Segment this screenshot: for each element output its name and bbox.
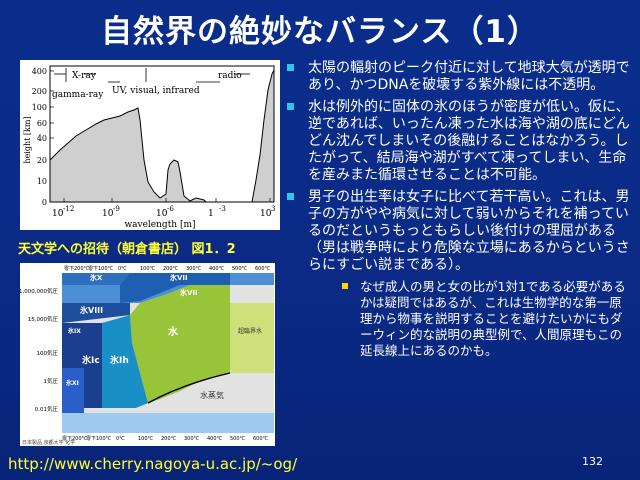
ytick-0: 0 bbox=[42, 198, 47, 207]
xtick-exp-4: -3 bbox=[219, 205, 226, 213]
region-ice-x: 氷X bbox=[89, 273, 103, 282]
xtick-exp-3: -6 bbox=[167, 205, 174, 213]
top-temp-5: 300℃ bbox=[186, 266, 202, 272]
region-ice-ih: 氷Ih bbox=[109, 354, 129, 366]
ytick-60: 60 bbox=[37, 119, 47, 128]
bullet-text: 太陽の輻射のピーク付近に対して地球大気が透明であり、かつDNAを破壊する紫外線に… bbox=[308, 60, 630, 93]
bullet-marker bbox=[287, 193, 294, 200]
figure1-caption: 天文学への招待（朝倉書店） 図1．2 bbox=[18, 242, 236, 257]
band-xray: X-ray bbox=[72, 71, 97, 81]
top-temp-3: 100℃ bbox=[140, 266, 156, 272]
xtick-exp-5: 3 bbox=[271, 205, 275, 213]
footer-url-link[interactable]: http://www.cherry.nagoya-u.ac.jp/~og/ bbox=[8, 455, 298, 473]
xtick-2: 10 bbox=[102, 209, 114, 219]
bottom-temp-0: 零下200℃ bbox=[62, 436, 88, 442]
sub-bullet-anthropic: なぜ成人の男と女の比が1対1である必要があるかは疑問ではあるが、これは生物学的な… bbox=[342, 279, 634, 359]
band-uv: UV, visual, infrared bbox=[112, 86, 200, 96]
page-number: 132 bbox=[582, 455, 603, 468]
region-ice-ix: 氷IX bbox=[67, 327, 81, 335]
region-supercritical: 超臨界水 bbox=[238, 327, 262, 335]
bottom-temp-3: 100℃ bbox=[138, 436, 154, 442]
region-ice-vii: 氷VII bbox=[179, 288, 198, 297]
pressure-3: 1気圧 bbox=[44, 377, 59, 385]
pressure-0: 1,000,000気圧 bbox=[20, 287, 58, 295]
bullet-text: 男子の出生率は女子に比べて若干高い。これは、男子の方がやや病気に対して弱いからそ… bbox=[308, 189, 630, 273]
bullet-marker bbox=[287, 64, 294, 71]
bottom-temp-8: 600℃ bbox=[253, 436, 269, 442]
ytick-40: 40 bbox=[37, 134, 47, 143]
xtick-5: 10 bbox=[260, 209, 272, 219]
xtick-3: 10 bbox=[156, 209, 168, 219]
bottom-temp-5: 300℃ bbox=[184, 436, 200, 442]
bottom-temp-2: 0℃ bbox=[116, 436, 125, 442]
bottom-temp-7: 500℃ bbox=[230, 436, 246, 442]
bottom-temp-6: 400℃ bbox=[207, 436, 223, 442]
xtick-4: 1 bbox=[208, 209, 214, 219]
yaxis-label: height [km] bbox=[23, 116, 32, 163]
bottom-temp-4: 200℃ bbox=[161, 436, 177, 442]
bullet-atmosphere: 太陽の輻射のピーク付近に対して地球大気が透明であり、かつDNAを破壊する紫外線に… bbox=[284, 60, 636, 94]
region-ice-ic: 氷Ic bbox=[81, 354, 100, 366]
bullet-list: 太陽の輻射のピーク付近に対して地球大気が透明であり、かつDNAを破壊する紫外線に… bbox=[284, 60, 636, 359]
atmospheric-window-figure: 400 200 100 60 40 20 10 0 height [km] X-… bbox=[20, 60, 280, 230]
top-temp-0: 零下200℃ bbox=[64, 266, 90, 272]
water-phase-diagram: 零下200℃ 零下100℃ 0℃ 100℃ 200℃ 300℃ 400℃ 500… bbox=[20, 263, 275, 446]
top-temp-7: 500℃ bbox=[232, 266, 248, 272]
top-temp-4: 200℃ bbox=[163, 266, 179, 272]
pressure-1: 15,000気圧 bbox=[28, 315, 59, 323]
band-gamma: gamma-ray bbox=[52, 90, 104, 100]
ytick-100: 100 bbox=[32, 103, 47, 112]
sub-bullet-marker bbox=[342, 283, 348, 289]
band-radio: radio bbox=[218, 71, 242, 81]
ytick-10: 10 bbox=[37, 177, 47, 186]
figure2-credit: 日本製品 京都大学 化学 bbox=[22, 439, 75, 446]
slide-title: 自然界の絶妙なバランス（1） bbox=[101, 14, 539, 50]
xtick-exp-1: -12 bbox=[63, 205, 74, 213]
xaxis-label: wavelength [m] bbox=[124, 220, 195, 230]
region-ice-vii-top: 氷VII bbox=[169, 273, 188, 282]
ytick-200: 200 bbox=[32, 87, 47, 96]
region-water: 水 bbox=[167, 325, 179, 338]
top-temp-2: 0℃ bbox=[118, 266, 127, 272]
bullet-birth-ratio: 男子の出生率は女子に比べて若干高い。これは、男子の方がやや病気に対して弱いからそ… bbox=[284, 189, 636, 274]
sub-bullet-text: なぜ成人の男と女の比が1対1である必要があるかは疑問ではあるが、これは生物学的な… bbox=[360, 279, 626, 358]
ytick-20: 20 bbox=[37, 156, 47, 165]
top-temp-8: 600℃ bbox=[255, 266, 271, 272]
top-temp-6: 400℃ bbox=[209, 266, 225, 272]
pressure-4: 0.01気圧 bbox=[35, 405, 59, 413]
bullet-marker bbox=[287, 103, 294, 110]
region-ice-viii: 氷VIII bbox=[79, 305, 103, 315]
bottom-temp-1: 零下100℃ bbox=[86, 436, 112, 442]
region-ice-xi: 氷XI bbox=[65, 379, 79, 387]
ytick-400: 400 bbox=[32, 67, 47, 76]
bullet-text: 水は例外的に固体の氷のほうが密度が低い。仮に、逆であれば、いったん凍った水は海や… bbox=[308, 99, 630, 183]
pressure-2: 100気圧 bbox=[37, 349, 59, 357]
region-vapor: 水蒸気 bbox=[200, 390, 224, 400]
top-temp-1: 零下100℃ bbox=[88, 266, 114, 272]
xtick-1: 10 bbox=[52, 209, 64, 219]
xtick-exp-2: -9 bbox=[113, 205, 120, 213]
bullet-water-ice: 水は例外的に固体の氷のほうが密度が低い。仮に、逆であれば、いったん凍った水は海や… bbox=[284, 99, 636, 184]
